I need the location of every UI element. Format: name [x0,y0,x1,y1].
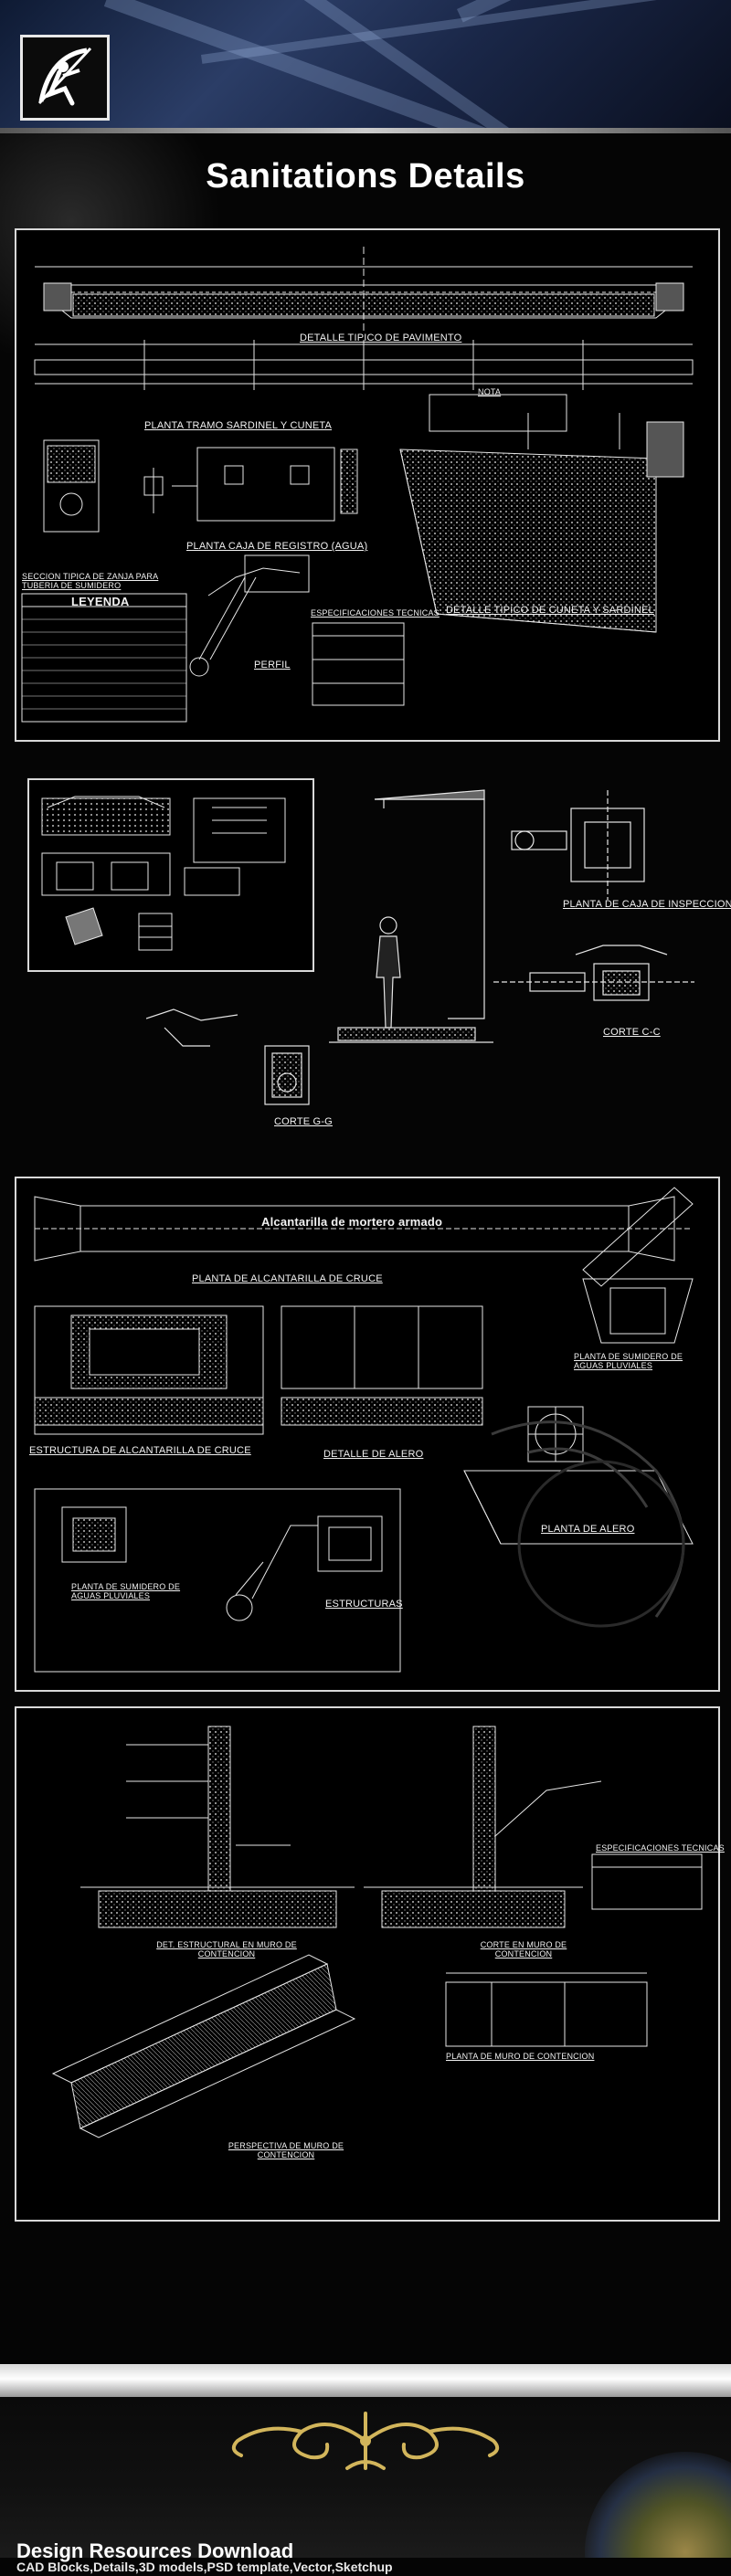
label-estructura-alcantarilla: ESTRUCTURA DE ALCANTARILLA DE CRUCE [29,1445,251,1456]
footer-band [0,2397,731,2558]
header-divider [0,128,731,133]
label-planta-inspeccion: PLANTA DE CAJA DE INSPECCION [563,899,731,910]
label-corte-cc: CORTE C-C [603,1027,661,1038]
label-planta-alcantarilla: PLANTA DE ALCANTARILLA DE CRUCE [192,1273,383,1284]
label-estructuras: ESTRUCTURAS [325,1599,403,1610]
gold-flourish-icon [231,2412,500,2470]
drawing-sheet-4: ESPECIFICACIONES TECNICAS DET. ESTRUCTUR… [15,1706,725,2222]
label-especificaciones-4: ESPECIFICACIONES TECNICAS [596,1843,725,1853]
cad-linework [21,247,694,723]
label-perspectiva: PERSPECTIVA DE MURO DE CONTENCION [228,2141,344,2159]
header-band [0,0,731,128]
cad-linework [34,1187,694,1673]
drawing-sheet-2 [27,778,314,972]
label-alcantarilla-title: Alcantarilla de mortero armado [261,1215,443,1229]
label-planta-muro: PLANTA DE MURO DE CONTENCION [446,2052,595,2061]
label-detalle-pavimento: DETALLE TIPICO DE PAVIMENTO [300,333,462,343]
label-corte-muro: CORTE EN MURO DE CONTENCION [480,1940,567,1958]
label-planta-sardinel: PLANTA TRAMO SARDINEL Y CUNETA [144,420,333,431]
label-perfil: PERFIL [254,660,291,670]
label-detalle-cuneta: DETALLE TIPICO DE CUNETA Y SARDINEL [446,605,654,616]
cad-linework [41,796,286,951]
footer-divider [0,2364,731,2397]
cad-linework [51,1726,703,2138]
label-nota: NOTA [478,387,502,396]
footer-subtitle: CAD Blocks,Details,3D models,PSD templat… [16,2560,393,2576]
label-seccion-zanja: SECCION TIPICA DE ZANJA PARA TUBERIA DE … [22,572,159,590]
label-planta-caja: PLANTA CAJA DE REGISTRO (AGUA) [186,541,368,552]
drawing-sheet-3: Alcantarilla de mortero armado PLANTA DE… [15,1177,720,1692]
golden-spiral [585,2452,731,2558]
label-planta-sumidero: PLANTA DE SUMIDERO DE AGUAS PLUVIALES [574,1352,683,1370]
label-det-estructural: DET. ESTRUCTURAL EN MURO DE CONTENCION [156,1940,297,1958]
inspection-drawings [146,789,694,1105]
label-corte-gg: CORTE G-G [274,1116,333,1127]
footer-subtitle-text: CAD Blocks,Details,3D models,PSD templat… [16,2560,393,2574]
label-detalle-alero: DETALLE DE ALERO [323,1449,424,1460]
label-especificaciones: ESPECIFICACIONES TECNICAS [311,608,440,618]
label-planta-sumidero-2: PLANTA DE SUMIDERO DE AGUAS PLUVIALES [71,1582,181,1600]
drawing-sheet-1: DETALLE TIPICO DE PAVIMENTO PLANTA TRAMO… [15,228,720,742]
archer-logo-icon[interactable] [20,35,110,121]
page-title: Sanitations Details [206,157,525,195]
label-planta-alero: PLANTA DE ALERO [541,1524,635,1535]
label-leyenda: LEYENDA [71,595,130,608]
